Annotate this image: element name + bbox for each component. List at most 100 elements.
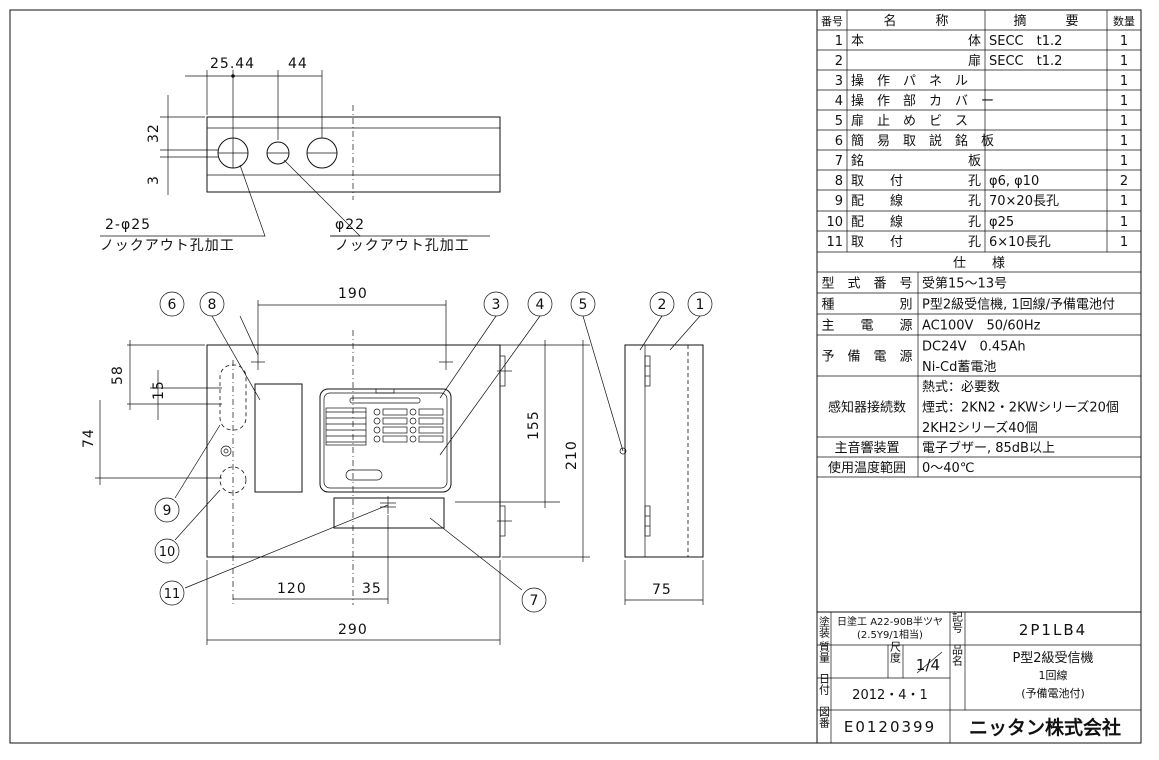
parts-table: 番号 名 称 摘 要 数量	[816, 9, 1142, 744]
row-name-suffix: 板	[968, 154, 981, 169]
scale-value: 1/4	[916, 656, 940, 674]
dim-58: 58	[110, 365, 126, 385]
drawing-no: E0120399	[844, 718, 936, 736]
row-name-suffix: 体	[968, 34, 981, 49]
col-name: 名 称	[883, 13, 948, 29]
dim-32: 32	[146, 123, 162, 143]
product-line-2: 1回線	[1039, 668, 1068, 682]
callout-6: 6	[168, 297, 177, 313]
row-qty: 1	[1120, 34, 1128, 49]
spec-value: 煙式：2KN2・2KWシリーズ20個	[922, 400, 1119, 416]
spec-label: 感知器接続数	[828, 400, 906, 416]
row-qty: 1	[1120, 134, 1128, 149]
callout-7: 7	[530, 593, 539, 609]
row-no: 9	[835, 194, 843, 209]
knockout-left-size: 2-φ25	[105, 217, 151, 233]
symbol-label: 記号	[951, 610, 964, 634]
dim-290: 290	[338, 622, 368, 638]
spec-value: AC100V 50/60Hz	[922, 319, 1041, 334]
side-view: 75	[619, 344, 704, 605]
row-name: 銘	[851, 154, 864, 169]
row-no: 1	[835, 34, 843, 49]
row-qty: 1	[1120, 194, 1128, 209]
knockout-right-label: ノックアウト孔加工	[335, 238, 470, 254]
spec-value: P型2級受信機, 1回線/予備電池付	[922, 297, 1115, 313]
row-no: 3	[835, 74, 843, 89]
row-no: 7	[835, 154, 843, 169]
row-qty: 1	[1120, 215, 1128, 230]
spec-value: 2KH2シリーズ40個	[922, 420, 1038, 436]
row-no: 4	[835, 94, 843, 109]
row-name-suffix: 扉	[968, 53, 981, 69]
col-no: 番号	[821, 15, 843, 28]
row-name-suffix: 孔	[968, 194, 981, 209]
dim-25-44: 25.44	[210, 56, 255, 72]
paint-label: 塗装	[818, 615, 831, 639]
callout-2: 2	[658, 297, 667, 313]
row-qty: 2	[1120, 174, 1128, 189]
spec-table: 仕 様	[817, 256, 1141, 478]
sheet-border	[9, 9, 1142, 744]
row-name: 操 作 部 カ バ ー	[851, 93, 994, 109]
row-no: 10	[826, 215, 843, 230]
row-no: 5	[835, 114, 843, 129]
row-name: 簡 易 取 説 銘 板	[851, 133, 994, 149]
spec-label: 予 備 電 源	[821, 349, 912, 365]
dim-3: 3	[146, 175, 162, 185]
dim-15: 15	[151, 380, 167, 400]
row-qty: 1	[1120, 235, 1128, 250]
callout-11: 11	[164, 587, 181, 602]
dim-210: 210	[564, 440, 580, 470]
dim-120: 120	[277, 581, 307, 597]
spec-value: 熱式：必要数	[922, 380, 1000, 395]
title-block: 塗装 日塗工 A22-90B半ツヤ (2.5Y9/1相当) 記号 2P1LB4 …	[817, 610, 1141, 743]
col-summary: 摘 要	[1013, 13, 1078, 29]
row-qty: 1	[1120, 54, 1128, 69]
row-name: 扉 止 め ビ ス	[851, 113, 968, 129]
top-view: 25.44 44 32 3 2-φ25 ノックアウト孔加工 φ22 ノックアウト…	[100, 56, 501, 254]
col-qty: 数量	[1113, 15, 1135, 28]
spec-value: 0～40℃	[922, 461, 974, 476]
dim-44: 44	[288, 56, 308, 72]
paint-value-2: (2.5Y9/1相当)	[857, 628, 923, 641]
row-no: 8	[835, 174, 843, 189]
drawing-no-label: 図番	[818, 706, 831, 729]
row-name: 取 付	[851, 174, 903, 189]
row-no: 11	[826, 235, 843, 250]
row-name-suffix: 孔	[968, 235, 981, 250]
knockout-right-size: φ22	[335, 217, 365, 233]
spec-value: 電子ブザー, 85dB以上	[922, 440, 1055, 456]
row-summary: φ25	[989, 215, 1014, 230]
row-name: 配 線	[851, 193, 903, 209]
callout-3: 3	[492, 297, 501, 313]
scale-label: 尺度	[889, 641, 902, 664]
dim-35: 35	[362, 581, 382, 597]
row-name-suffix: 孔	[968, 174, 981, 189]
spec-label: 使用温度範囲	[828, 460, 906, 476]
callout-5: 5	[579, 297, 588, 313]
spec-label: 種 別	[821, 297, 912, 313]
paint-value-1: 日塗工 A22-90B半ツヤ	[837, 615, 943, 628]
row-qty: 1	[1120, 74, 1128, 89]
product-label: 品名	[951, 644, 964, 666]
row-no: 6	[835, 134, 843, 149]
callout-4: 4	[536, 297, 545, 313]
row-summary: SECC t1.2	[989, 34, 1062, 49]
mass-label: 質量	[818, 640, 831, 663]
spec-label: 型 式 番 号	[821, 277, 912, 292]
callout-10: 10	[159, 545, 176, 560]
front-view: 58 15 74 155 210 190 120 35 290	[81, 286, 590, 645]
dim-190: 190	[338, 286, 368, 302]
row-qty: 1	[1120, 114, 1128, 129]
row-no: 2	[835, 54, 843, 69]
date-value: 2012・4・1	[852, 688, 928, 703]
spec-value: Ni-Cd蓄電池	[922, 360, 996, 375]
callout-8: 8	[208, 297, 217, 313]
product-line-1: P型2級受信機	[1012, 651, 1093, 666]
row-name: 配 線	[851, 214, 903, 230]
dim-75: 75	[652, 582, 672, 598]
